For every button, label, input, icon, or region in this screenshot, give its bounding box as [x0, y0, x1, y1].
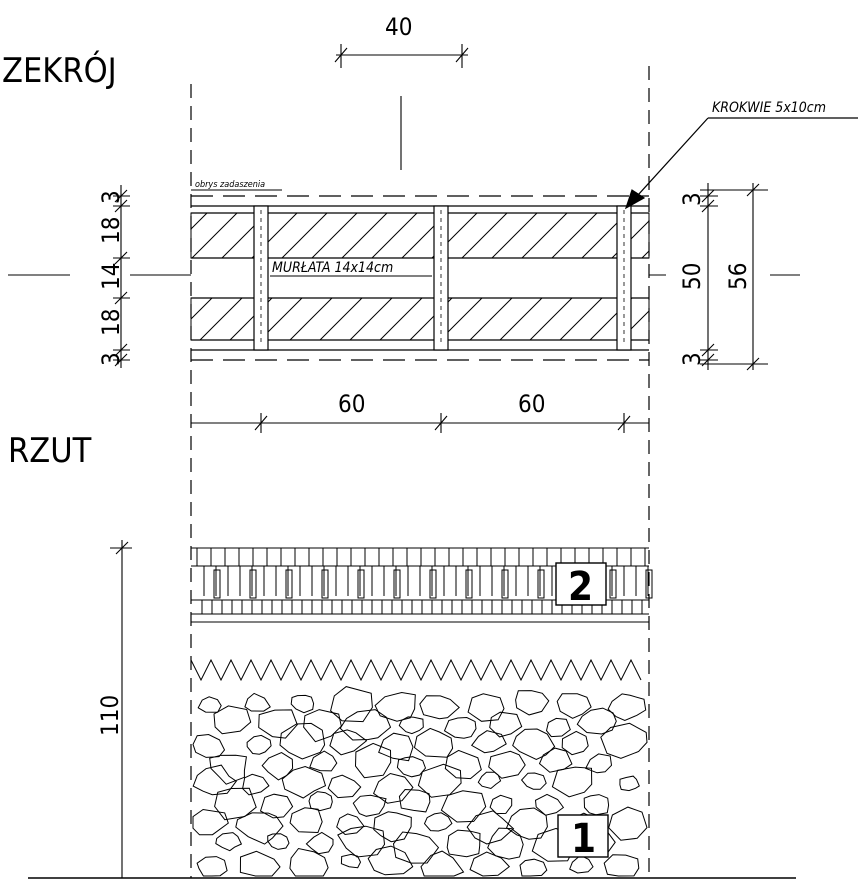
dim-top-40: 40 — [385, 13, 412, 41]
dim-left-3a: 3 — [97, 190, 125, 204]
roof-outline-dashes — [191, 195, 649, 361]
marker-1-box — [557, 814, 609, 858]
dim-right-56: 56 — [724, 263, 752, 290]
left-dim-values: 3 18 14 18 3 — [97, 190, 125, 366]
dim-right-50: 50 — [678, 263, 706, 290]
dim-spacing-60b: 60 — [518, 390, 545, 418]
dim-height-110: 110 — [96, 695, 124, 736]
dim-left-3b: 3 — [97, 352, 125, 366]
marker-2: 2 — [568, 564, 593, 610]
height-dimension — [110, 540, 132, 878]
dim-right-3-top: 3 — [678, 192, 706, 206]
top-dimension — [334, 44, 469, 170]
dim-left-18b: 18 — [97, 309, 125, 336]
marker-1: 1 — [571, 816, 596, 862]
layer-1-stone — [190, 658, 648, 877]
section-title: ZEKRÓJ — [2, 50, 117, 91]
right-dimensions — [700, 183, 768, 371]
marker-2-box — [555, 562, 607, 606]
spacing-dimension — [191, 413, 649, 433]
rafters-leader — [624, 117, 858, 210]
dim-right-3-bottom: 3 — [678, 352, 706, 366]
roof-outline-label: obrys zadaszenia — [195, 180, 265, 190]
wall-plate-label: MURŁATA 14x14cm — [272, 260, 393, 276]
dim-spacing-60a: 60 — [338, 390, 365, 418]
dim-left-14: 14 — [97, 263, 125, 290]
plan-title: RZUT — [8, 431, 92, 471]
left-dimension-chain — [113, 185, 130, 368]
dim-left-18a: 18 — [97, 217, 125, 244]
rafters-label: KROKWIE 5x10cm — [712, 100, 826, 116]
